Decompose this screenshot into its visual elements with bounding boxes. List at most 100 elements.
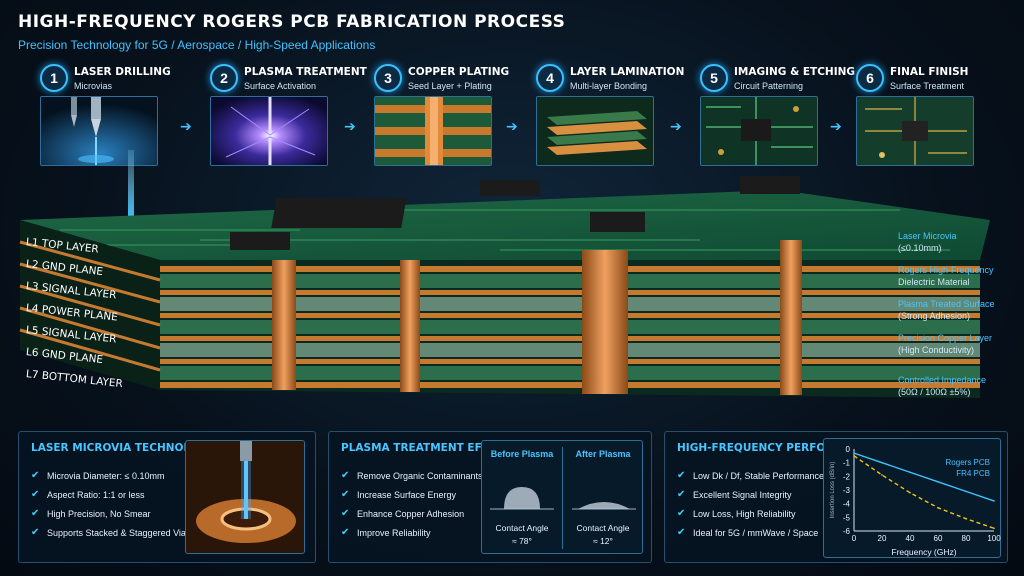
droplet-icons [490,487,636,510]
copper-plating-image [374,96,492,166]
arrow-icon: ➔ [506,118,518,134]
data-point [881,461,883,464]
arrow-icon: ➔ [670,118,682,134]
step-sublabel: Multi-layer Bonding [570,81,648,91]
step-final-finish: 6 FINAL FINISH Surface Treatment [856,62,984,170]
list-item: ✔ Low Dk / Df, Stable Performance [677,466,824,485]
callout-dielectric: Rogers High-Frequency Dielectric Materia… [898,264,994,288]
y-tick-label: -2 [843,472,851,481]
microvia-illustration [186,441,304,553]
check-icon: ✔ [677,489,686,500]
data-point [937,481,939,483]
y-tick-label: -4 [843,500,851,509]
legend-rogers: Rogers PCB [946,458,990,467]
y-tick-label: 0 [846,445,851,454]
data-point [853,455,855,457]
list-item: ✔ Improve Reliability [341,523,483,542]
series-line-rogers [853,452,995,502]
data-point [909,471,911,474]
list-item: ✔Aspect Ratio: 1:1 or less [31,485,190,504]
contact-angle-comparison: Before Plasma After Plasma Contact Angle… [481,440,643,554]
callout-title: Precision Copper Layer [898,333,993,343]
step-number: 4 [536,64,564,92]
callout-impedance: Controlled Impedance (50Ω / 100Ω ±5%) [898,374,986,398]
check-icon: ✔ [677,470,686,481]
after-plasma-heading: After Plasma [575,449,631,459]
step-head: 4 LAYER LAMINATION Multi-layer Bonding [536,64,696,96]
y-tick-label: -1 [843,459,851,468]
step-head: 2 PLASMA TREATMENT Surface Activation [210,64,370,96]
panel-plasma-effect: PLASMA TREATMENT EFFECT ✔Remove Organic … [328,431,652,563]
bullet-text: Ideal for 5G / mmWave / Space [693,527,819,538]
callout-sub: (50Ω / 100Ω ±5%) [898,387,971,397]
bullet-text: Supports Stacked & Staggered Vias [47,527,191,538]
list-item: ✔ Excellent Signal Integrity [677,485,824,504]
etching-illustration [701,97,817,165]
page-subtitle: Precision Technology for 5G / Aerospace … [18,38,376,52]
step-sublabel: Circuit Patterning [734,81,804,91]
y-tick-label: -3 [843,486,851,495]
bullet-text: Improve Reliability [357,527,431,538]
panel-title: LASER MICROVIA TECHNOLOGY [31,442,215,454]
bullet-text: Microvia Diameter: ≤ 0.10mm [47,470,165,481]
data-point [909,491,911,494]
copper-plating-illustration [375,97,491,165]
bullet-text: High Precision, No Smear [47,508,151,519]
bullet-list: ✔ Low Dk / Df, Stable Performance ✔ Excell… [677,466,824,542]
step-head: 5 IMAGING & ETCHING Circuit Patterning [700,64,860,96]
data-point [937,506,939,509]
callout-sub: Dielectric Material [898,277,970,287]
callout-copper-layer: Precision Copper Layer (High Conductivit… [898,332,992,356]
check-icon: ✔ [31,470,40,481]
pcb-board-illustration [19,150,990,398]
final-finish-image [856,96,974,166]
data-point [853,452,855,454]
list-item: ✔ Enhance Copper Adhesion [341,504,483,523]
bullet-list: ✔Remove Organic Contaminants ✔Increase S… [341,466,483,542]
bullet-text: Excellent Signal Integrity [693,489,792,500]
droplet-after-icon [578,502,630,509]
callout-sub: (Strong Adhesion) [898,311,971,321]
bullet-text: Increase Surface Energy [357,489,457,500]
plasma-treatment-image [210,96,328,166]
process-steps: 1 LASER DRILLING Microvias ➔ 2 PLASMA TR… [40,62,990,170]
check-icon: ✔ [341,489,350,500]
after-caption: Contact Angle [576,523,630,533]
check-icon: ✔ [31,527,40,538]
bullet-text: Low Loss, High Reliability [693,508,796,519]
step-imaging-etching: 5 IMAGING & ETCHING Circuit Patterning [700,62,855,170]
bullet-text: Enhance Copper Adhesion [357,508,465,519]
x-axis-label: Frequency (GHz) [891,547,956,557]
y-axis-label: Insertion Loss (dB/in) [830,462,836,519]
page-title: HIGH-FREQUENCY ROGERS PCB FABRICATION PR… [18,12,566,32]
plasma-illustration [211,97,327,165]
check-icon: ✔ [341,508,350,519]
y-tick-label: -5 [843,513,851,522]
x-tick-label: 80 [962,534,971,543]
callout-laser-microvia: Laser Microvia (≤0.10mm) [898,230,957,254]
check-icon: ✔ [677,527,686,538]
bullet-text: Aspect Ratio: 1:1 or less [47,489,145,500]
step-plasma-treatment: 2 PLASMA TREATMENT Surface Activation [210,62,367,170]
step-number: 5 [700,64,728,92]
step-sublabel: Surface Treatment [890,81,965,91]
check-icon: ✔ [31,508,40,519]
step-label: FINAL FINISH [890,66,969,78]
list-item: ✔ Microvia Diameter: ≤ 0.10mm [31,466,190,485]
step-head: 3 COPPER PLATING Seed Layer + Plating [374,64,534,96]
list-item: ✔ Increase Surface Energy [341,485,483,504]
step-label: PLASMA TREATMENT [244,66,367,78]
bullet-list: ✔Microvia Diameter: ≤ 0.10mm ✔Aspect Rat… [31,466,190,542]
callout-title: Laser Microvia [898,231,957,241]
before-caption: Contact Angle [495,523,549,533]
check-icon: ✔ [341,527,350,538]
callout-sub: (High Conductivity) [898,345,975,355]
step-sublabel: Seed Layer + Plating [408,81,492,91]
after-value: ≈ 12° [593,536,613,546]
step-head: 6 FINAL FINISH Surface Treatment [856,64,1016,96]
step-number: 1 [40,64,68,92]
bullet-text: Low Dk / Df, Stable Performance [693,470,825,481]
step-number: 2 [210,64,238,92]
imaging-etching-image [700,96,818,166]
